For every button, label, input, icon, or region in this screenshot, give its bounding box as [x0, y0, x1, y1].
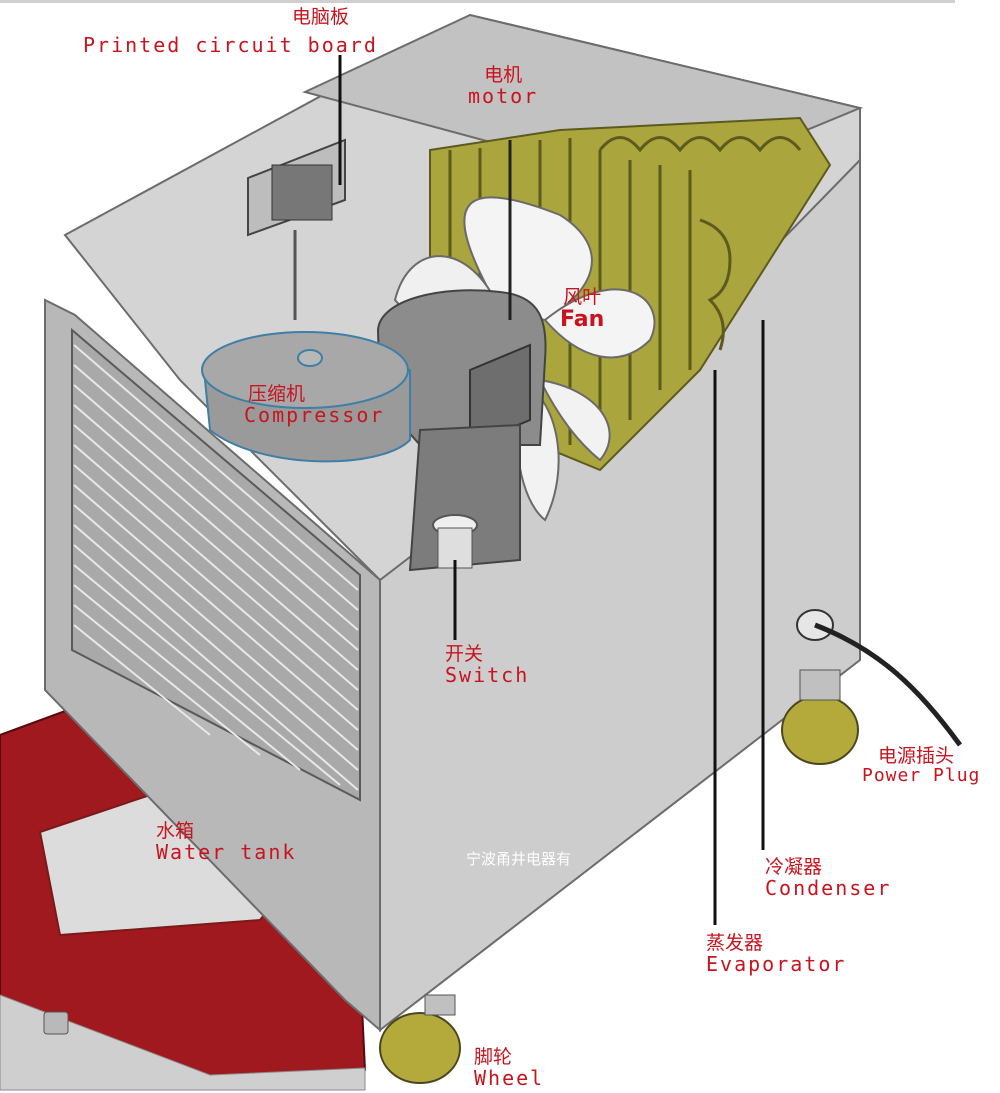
pcb-box [247, 138, 346, 320]
label-motor-en: motor [468, 83, 539, 108]
label-condenser-en: Condenser [765, 875, 892, 900]
wheels [379, 669, 859, 1084]
label-condenser: 冷凝器 Condenser [765, 856, 892, 900]
label-wheel: 脚轮 Wheel [474, 1046, 545, 1090]
label-power-plug: 电源插头 Power Plug [862, 745, 981, 786]
label-compressor-zh: 压缩机 [248, 383, 306, 405]
label-fan: 风叶 Fan [560, 286, 605, 332]
label-motor: 电机 motor [468, 64, 539, 108]
label-water-tank: 水箱 Water tank [156, 820, 297, 864]
label-pcb-zh: 电脑板 [292, 6, 350, 28]
label-evaporator-en: Evaporator [706, 951, 847, 976]
switch [432, 514, 478, 640]
rear-wheel [781, 695, 859, 765]
label-switch-en: Switch [445, 662, 530, 687]
label-pcb-en-wrap: Printed circuit board [83, 35, 378, 56]
label-wheel-zh: 脚轮 [474, 1046, 513, 1068]
label-compressor: 压缩机 Compressor [244, 383, 385, 427]
label-power-plug-zh: 电源插头 [878, 745, 955, 767]
label-motor-zh: 电机 [484, 64, 523, 86]
label-fan-zh: 风叶 [563, 286, 602, 308]
label-fan-en: Fan [560, 306, 605, 332]
watermark-text: 宁波甬井电器有 [466, 850, 572, 868]
label-pcb-en: Printed circuit board [83, 33, 378, 57]
leader-lines [338, 55, 765, 925]
top-border-line [0, 0, 955, 3]
power-plug [796, 609, 963, 747]
label-water-tank-zh: 水箱 [156, 820, 195, 842]
front-wheel [379, 1012, 461, 1084]
label-condenser-zh: 冷凝器 [765, 856, 823, 878]
label-switch-zh: 开关 [445, 643, 484, 665]
label-pcb: 电脑板 [292, 6, 350, 28]
tank-handle [43, 1011, 69, 1035]
grille-louvres [73, 344, 359, 791]
label-evaporator-zh: 蒸发器 [706, 932, 764, 954]
label-evaporator: 蒸发器 Evaporator [706, 932, 847, 976]
label-switch: 开关 Switch [445, 643, 530, 687]
motor [376, 140, 547, 447]
label-water-tank-en: Water tank [156, 839, 297, 864]
label-wheel-en: Wheel [474, 1065, 545, 1090]
label-power-plug-en: Power Plug [862, 764, 981, 786]
label-compressor-en: Compressor [244, 402, 385, 427]
